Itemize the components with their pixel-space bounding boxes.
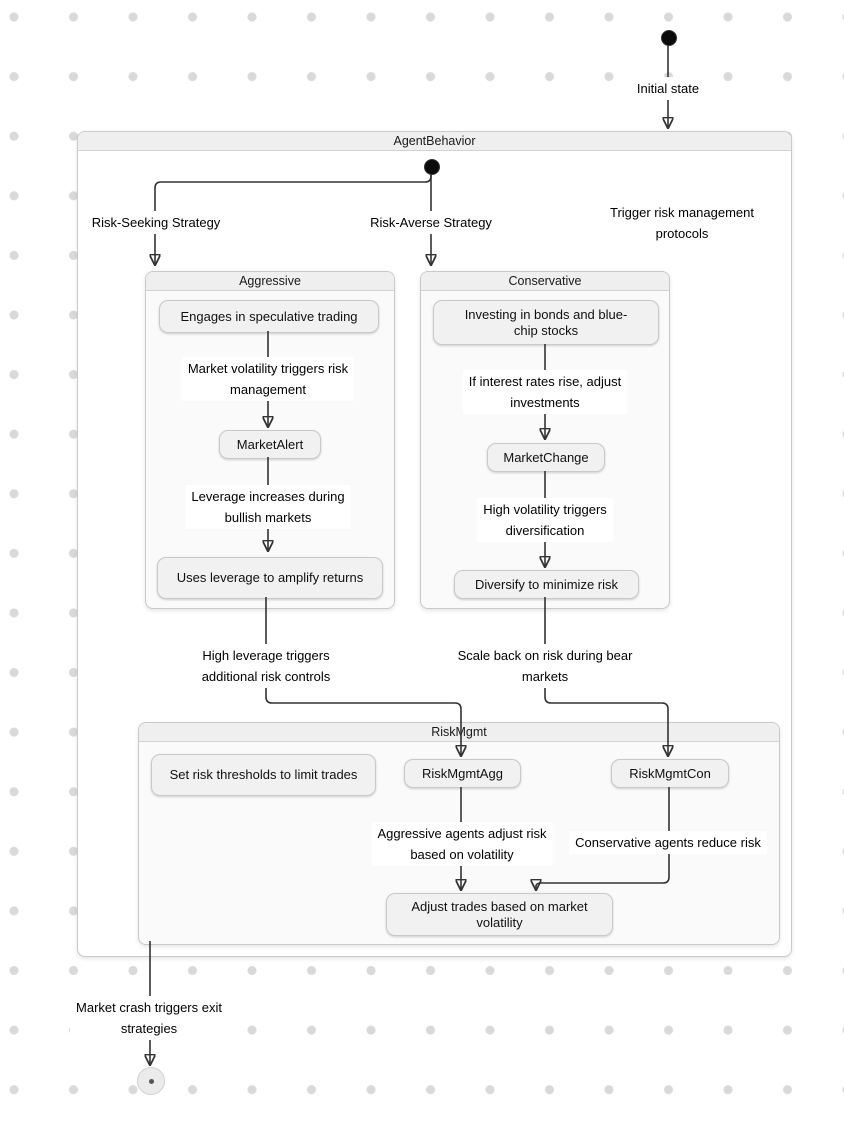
edge-label-trigger-protocols: Trigger risk management protocols [603, 201, 761, 245]
state-label: Investing in bonds and blue-chip stocks [464, 306, 628, 338]
edge-label-text: Leverage increases during [191, 489, 345, 504]
edge-label-text: based on volatility [410, 847, 514, 862]
edge-label-text: Risk-Seeking Strategy [91, 215, 221, 230]
edge-label-high-volatility: High volatility triggers diversification [477, 498, 613, 542]
state-adjust-trades[interactable]: Adjust trades based on market volatility [386, 893, 613, 936]
edge-label-risk-averse: Risk-Averse Strategy [364, 211, 498, 234]
edge-label-text: Aggressive agents adjust risk [377, 826, 547, 841]
state-riskmgmt-title: RiskMgmt [139, 723, 779, 742]
edge-label-text: management [230, 382, 306, 397]
edge-label-text: Risk-Averse Strategy [370, 215, 492, 230]
edge-label-text: additional risk controls [201, 669, 331, 684]
state-label: Diversify to minimize risk [474, 576, 618, 592]
state-engages-speculative-trading[interactable]: Engages in speculative trading [159, 300, 379, 333]
state-label: RiskMgmtCon [629, 765, 711, 781]
state-investing-bonds[interactable]: Investing in bonds and blue-chip stocks [433, 300, 659, 345]
state-label: Engages in speculative trading [180, 308, 358, 324]
edge-label-text: Market crash triggers exit [76, 1000, 222, 1015]
edge-label-text: diversification [505, 523, 585, 538]
state-aggressive-title: Aggressive [146, 272, 394, 291]
edge-label-market-volatility: Market volatility triggers risk manageme… [181, 357, 355, 401]
inner-initial-state-dot[interactable] [424, 159, 440, 175]
final-state-inner-dot [148, 1078, 154, 1084]
edge-label-text: Conservative agents reduce risk [575, 835, 761, 850]
edge-label-market-crash: Market crash triggers exit strategies [70, 996, 228, 1040]
initial-state-dot[interactable] [661, 30, 677, 46]
edge-label-aggressive-adjust: Aggressive agents adjust risk based on v… [371, 822, 553, 866]
final-state-marker[interactable] [137, 1067, 165, 1095]
edge-label-text: strategies [120, 1021, 178, 1036]
state-marketalert[interactable]: MarketAlert [219, 430, 321, 459]
edge-label-text: High volatility triggers [483, 502, 607, 517]
state-conservative[interactable]: Conservative Investing in bonds and blue… [420, 271, 670, 609]
edge-label-conservative-reduce: Conservative agents reduce risk [569, 831, 767, 854]
state-label: Uses leverage to amplify returns [176, 570, 364, 585]
state-marketchange[interactable]: MarketChange [487, 443, 605, 472]
state-label: RiskMgmtAgg [422, 765, 503, 781]
edge-label-text: Market volatility triggers risk [187, 361, 349, 376]
edge-label-interest-rates: If interest rates rise, adjust investmen… [462, 370, 628, 414]
edge-label-text: High leverage triggers [202, 648, 330, 663]
edge-label-text: protocols [655, 226, 709, 241]
state-label: Set risk thresholds to limit trades [169, 767, 358, 782]
edge-label-leverage-increases: Leverage increases during bullish market… [185, 485, 351, 529]
edge-label-high-leverage: High leverage triggers additional risk c… [195, 644, 337, 688]
state-conservative-title: Conservative [421, 272, 669, 291]
edge-label-text: markets [521, 669, 569, 684]
state-set-risk-thresholds[interactable]: Set risk thresholds to limit trades [151, 754, 376, 796]
state-label: MarketAlert [236, 436, 304, 452]
state-label: Adjust trades based on market volatility [411, 898, 588, 930]
state-label: MarketChange [503, 449, 589, 465]
edge-label-text: Trigger risk management [609, 205, 755, 220]
state-diversify[interactable]: Diversify to minimize risk [454, 570, 639, 599]
edge-label-scale-back: Scale back on risk during bear markets [451, 644, 639, 688]
edge-label-text: Initial state [636, 81, 700, 96]
state-agentbehavior-title: AgentBehavior [78, 132, 791, 151]
state-aggressive[interactable]: Aggressive Engages in speculative tradin… [145, 271, 395, 609]
edge-label-initial-state: Initial state [630, 77, 706, 100]
edge-label-text: investments [510, 395, 580, 410]
state-riskmgmtcon[interactable]: RiskMgmtCon [611, 759, 729, 788]
edge-label-risk-seeking: Risk-Seeking Strategy [85, 211, 227, 234]
edge-label-text: If interest rates rise, adjust [468, 374, 622, 389]
state-riskmgmtagg[interactable]: RiskMgmtAgg [404, 759, 521, 788]
edge-label-text: Scale back on risk during bear [457, 648, 633, 663]
edge-label-text: bullish markets [224, 510, 312, 525]
state-uses-leverage[interactable]: Uses leverage to amplify returns [157, 557, 383, 599]
